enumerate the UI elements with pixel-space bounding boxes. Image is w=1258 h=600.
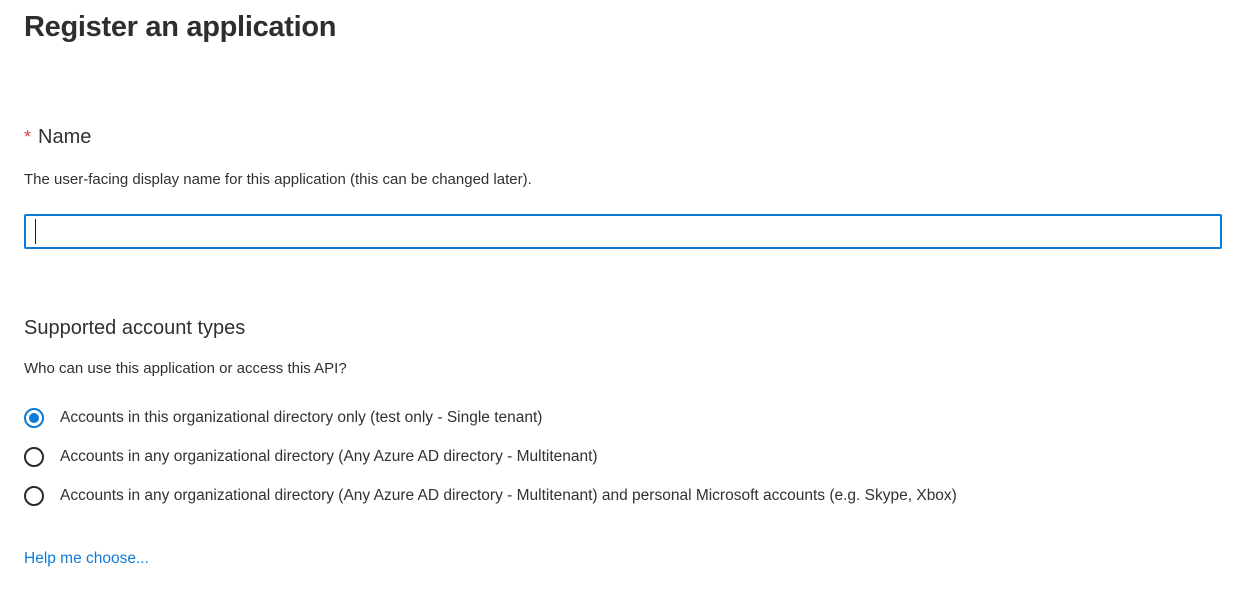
supported-account-types-heading: Supported account types [24, 317, 246, 339]
radio-option-multitenant[interactable]: Accounts in any organizational directory… [24, 444, 1222, 470]
radio-button-icon[interactable] [24, 447, 44, 467]
radio-option-single-tenant[interactable]: Accounts in this organizational director… [24, 405, 1222, 431]
account-type-radio-group: Accounts in this organizational director… [24, 405, 1222, 509]
name-label-text: Name [38, 126, 92, 148]
text-caret [35, 219, 36, 244]
radio-button-icon[interactable] [24, 486, 44, 506]
name-input[interactable] [24, 214, 1222, 249]
supported-account-types-description: Who can use this application or access t… [24, 360, 347, 377]
required-asterisk: * [24, 127, 32, 147]
name-field-label: * Name [24, 124, 1222, 150]
help-me-choose-link[interactable]: Help me choose... [24, 550, 149, 567]
radio-button-icon[interactable] [24, 408, 44, 428]
page-title: Register an application [24, 11, 337, 43]
radio-option-multitenant-personal[interactable]: Accounts in any organizational directory… [24, 483, 1222, 509]
radio-option-label: Accounts in this organizational director… [60, 409, 543, 426]
radio-option-label: Accounts in any organizational directory… [60, 448, 598, 465]
name-field-description: The user-facing display name for this ap… [24, 171, 532, 188]
radio-selected-dot [29, 413, 39, 423]
name-input-wrapper [24, 214, 1222, 249]
radio-option-label: Accounts in any organizational directory… [60, 487, 957, 504]
